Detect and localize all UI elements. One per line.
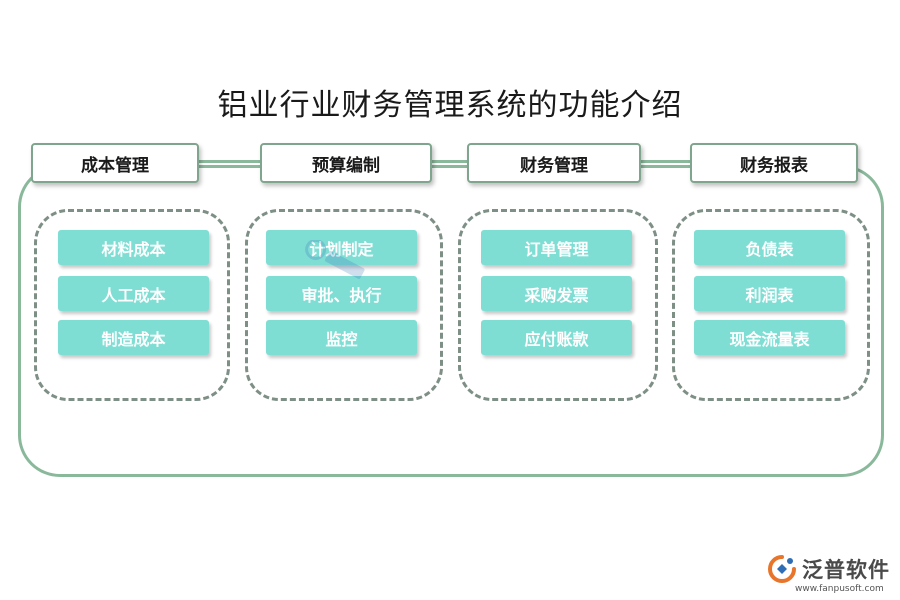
item-order-management: 订单管理 bbox=[481, 230, 632, 265]
item-income-statement: 利润表 bbox=[694, 276, 845, 311]
item-monitor: 监控 bbox=[266, 320, 417, 355]
item-labor-cost: 人工成本 bbox=[58, 276, 209, 311]
category-tab-cost: 成本管理 bbox=[31, 143, 199, 183]
outer-frame bbox=[18, 165, 884, 477]
item-manufacturing-cost: 制造成本 bbox=[58, 320, 209, 355]
brand-logo-name: 泛普软件 bbox=[802, 558, 890, 582]
group-finance bbox=[458, 209, 658, 401]
category-tab-finance: 财务管理 bbox=[467, 143, 641, 183]
group-reports bbox=[672, 209, 870, 401]
item-accounts-payable: 应付账款 bbox=[481, 320, 632, 355]
item-plan: 计划制定 bbox=[266, 230, 417, 265]
connector-line bbox=[431, 160, 469, 163]
group-budget bbox=[245, 209, 443, 401]
item-material-cost: 材料成本 bbox=[58, 230, 209, 265]
item-cash-flow: 现金流量表 bbox=[694, 320, 845, 355]
connector-line bbox=[198, 160, 262, 163]
category-tab-budget: 预算编制 bbox=[260, 143, 432, 183]
item-balance-sheet: 负债表 bbox=[694, 230, 845, 265]
brand-url: www.fanpusoft.com bbox=[795, 584, 884, 594]
category-tab-reports: 财务报表 bbox=[690, 143, 858, 183]
watermark-icon bbox=[305, 240, 365, 279]
connector-line bbox=[640, 160, 692, 163]
group-cost bbox=[34, 209, 230, 401]
item-purchase-invoice: 采购发票 bbox=[481, 276, 632, 311]
brand-logo: 泛普软件 bbox=[768, 554, 890, 584]
page-title: 铝业行业财务管理系统的功能介绍 bbox=[217, 88, 683, 123]
brand-logo-icon bbox=[768, 555, 796, 583]
item-approve-execute: 审批、执行 bbox=[266, 276, 417, 311]
